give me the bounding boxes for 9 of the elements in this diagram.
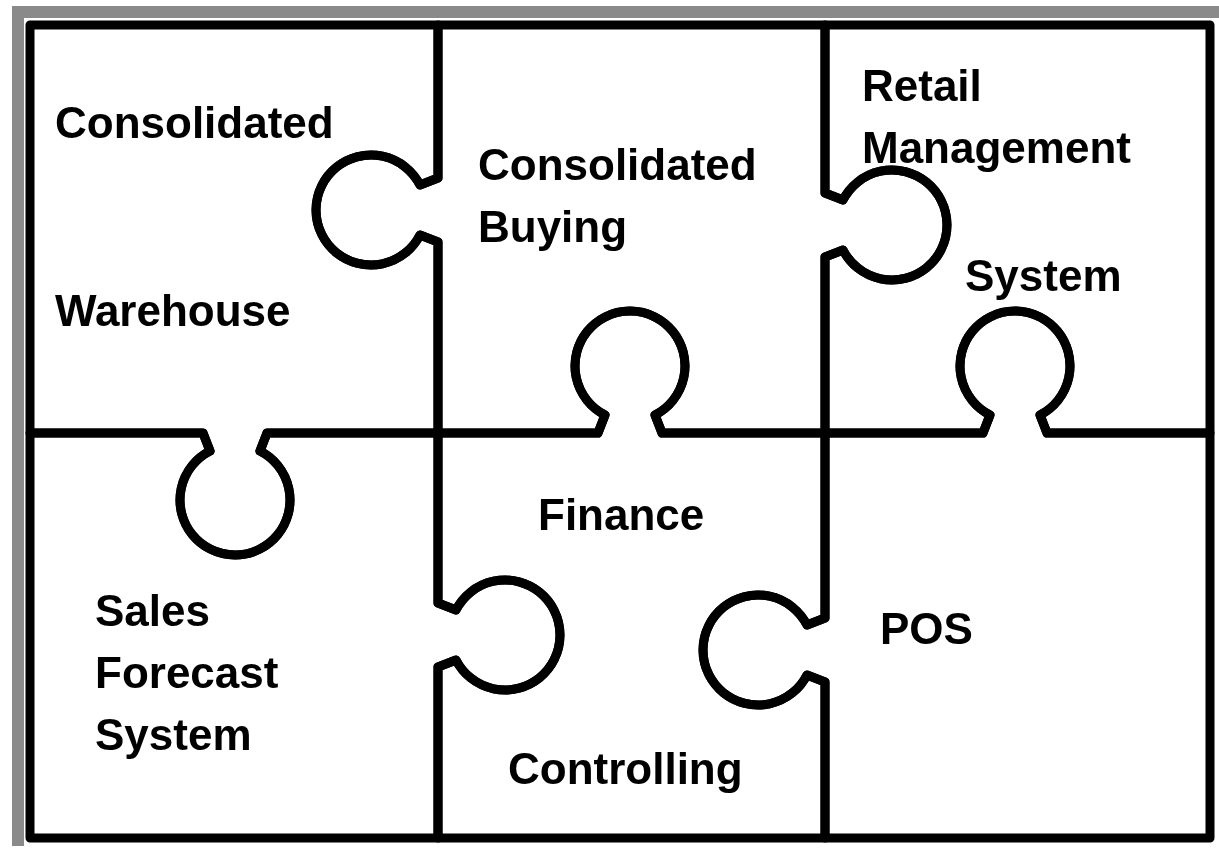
piece-label: Warehouse <box>55 285 292 337</box>
piece-label: System <box>965 250 1123 302</box>
piece-label: Retail Management <box>862 60 1132 174</box>
piece-label: Consolidated <box>55 97 335 149</box>
piece-label: Sales Forecast System <box>95 585 280 761</box>
piece-label: Consolidated Buying <box>478 139 758 253</box>
piece-label: POS <box>880 603 974 655</box>
piece-label: Finance <box>538 489 706 541</box>
piece-label: Controlling <box>508 743 744 795</box>
